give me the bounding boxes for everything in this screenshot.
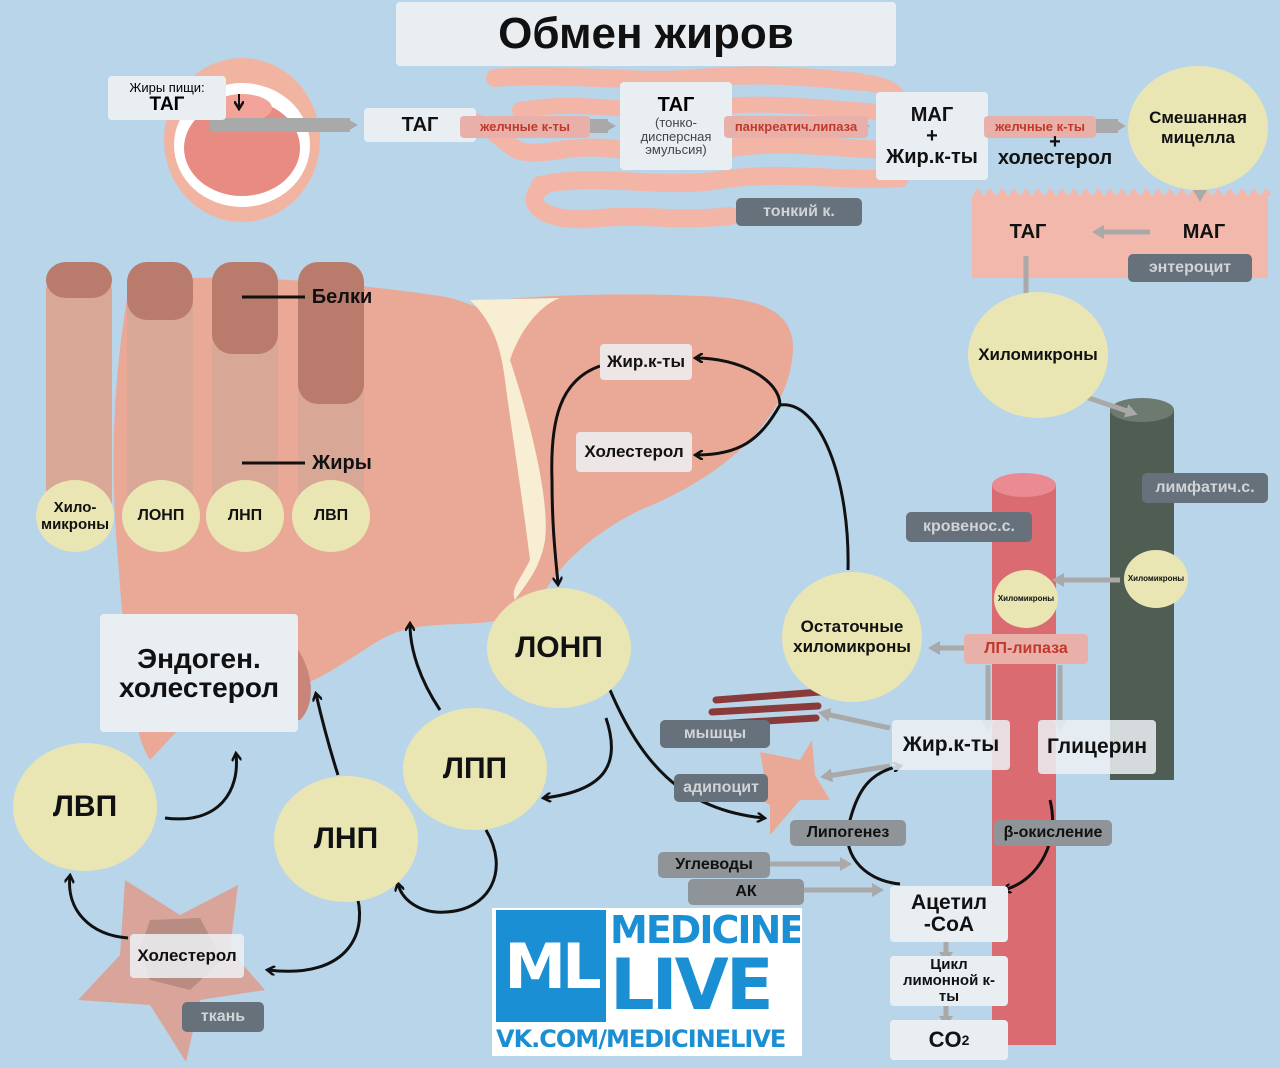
fats-label: Жиры <box>312 451 372 474</box>
chylomicrons-big-circle: Хиломикроны <box>968 292 1108 418</box>
logo-ml-block: ML <box>496 910 606 1022</box>
idl-circle: ЛПП <box>403 708 547 830</box>
tag-emulsion-title: ТАГ <box>657 94 695 117</box>
hdl-bar-circle: ЛВП <box>292 480 370 552</box>
endogenous-cholesterol-box: Эндоген. холестерол <box>100 614 298 732</box>
tissue-label: ткань <box>182 1002 264 1032</box>
enterocyte-label: энтероцит <box>1128 254 1252 282</box>
tag-emulsion-sub: (тонко-дисперсная эмульсия) <box>640 115 712 158</box>
dietary-fats-label: Жиры пищи: ТАГ <box>108 76 226 120</box>
logo-medicine-text: MEDICINE <box>610 908 800 952</box>
dietary-tag-text: ТАГ <box>149 93 185 115</box>
citric-cycle-box: Цикл лимонной к-ты <box>890 956 1008 1006</box>
co2-text: CO <box>928 1027 962 1053</box>
mag-text: МАГ <box>910 103 954 126</box>
blood-fatty-acids-label: Жир.к-ты <box>892 720 1010 770</box>
hdl-circle: ЛВП <box>13 743 157 871</box>
chylomicrons-bar-circle: Хило-микроны <box>36 480 114 552</box>
logo-ml-text: ML <box>504 929 601 1003</box>
vldl-circle: ЛОНП <box>487 588 631 708</box>
proteins-label: Белки <box>311 285 373 308</box>
chylomicrons-small-1: Хиломикроны <box>1124 550 1188 608</box>
pancreatic-lipase-label: панкреатич.липаза <box>724 116 868 138</box>
lipoprotein-bars <box>46 262 364 532</box>
small-intestine-label: тонкий к. <box>736 198 862 226</box>
liver-fatty-acids-label: Жир.к-ты <box>600 344 692 380</box>
ldl-circle: ЛНП <box>274 776 418 902</box>
remnant-chylomicrons-circle: Остаточные хиломикроны <box>782 572 922 702</box>
mag-fatty-acids-box: МАГ + Жир.к-ты <box>876 92 988 180</box>
plus-text: + <box>926 124 938 147</box>
mixed-micelle-circle: Смешанная мицелла <box>1128 66 1268 190</box>
acetyl-coa-box: Ацетил -CoA <box>890 886 1008 942</box>
enterocyte-mag-label: МАГ <box>1182 220 1226 243</box>
page-title: Обмен жиров <box>396 2 896 66</box>
fatty-acids-text: Жир.к-ты <box>886 145 978 168</box>
tissue-cholesterol-label: Холестерол <box>130 934 244 978</box>
glycerol-label: Глицерин <box>1038 720 1156 774</box>
lipogenesis-label: Липогенез <box>790 820 906 846</box>
chylomicrons-small-2: Хиломикроны <box>994 570 1058 628</box>
amino-acids-label: АК <box>688 879 804 905</box>
cholesterol-text: холестерол <box>997 146 1113 169</box>
liver-cholesterol-label: Холестерол <box>576 432 692 472</box>
adipocyte-label: адипоцит <box>674 774 768 802</box>
coa-text: -CoA <box>923 913 975 936</box>
muscles-label: мышцы <box>660 720 770 748</box>
beta-oxidation-label: β-окисление <box>994 820 1112 846</box>
lymphatic-vessel-label: лимфатич.с. <box>1142 473 1268 503</box>
adipocyte-shape <box>740 740 830 835</box>
plus-cholesterol-label: + холестерол <box>984 132 1126 172</box>
medicinelive-logo: ML MEDICINE LIVE VK.COM/MEDICINELIVE <box>492 908 802 1056</box>
tag-emulsion-box: ТАГ (тонко-дисперсная эмульсия) <box>620 82 732 170</box>
plus-2-text: + <box>1049 130 1061 153</box>
ldl-bar-circle: ЛНП <box>206 480 284 552</box>
logo-url-text: VK.COM/MEDICINELIVE <box>496 1025 786 1053</box>
bile-acids-2-label: желчные к-ты <box>984 116 1096 138</box>
vldl-bar-circle: ЛОНП <box>122 480 200 552</box>
tag-label: ТАГ <box>364 108 476 142</box>
blood-vessel-label: кровенос.с. <box>906 512 1032 542</box>
dietary-fats-text: Жиры пищи: <box>129 80 205 96</box>
co2-subscript: 2 <box>961 1031 970 1048</box>
carbohydrates-label: Углеводы <box>658 852 770 878</box>
bile-acids-label: желчные к-ты <box>460 116 590 138</box>
enterocyte-tag-label: ТАГ <box>1009 220 1047 243</box>
acetyl-text: Ацетил <box>910 890 987 914</box>
logo-live-text: LIVE <box>610 948 774 1022</box>
lp-lipase-label: ЛП-липаза <box>964 634 1088 664</box>
